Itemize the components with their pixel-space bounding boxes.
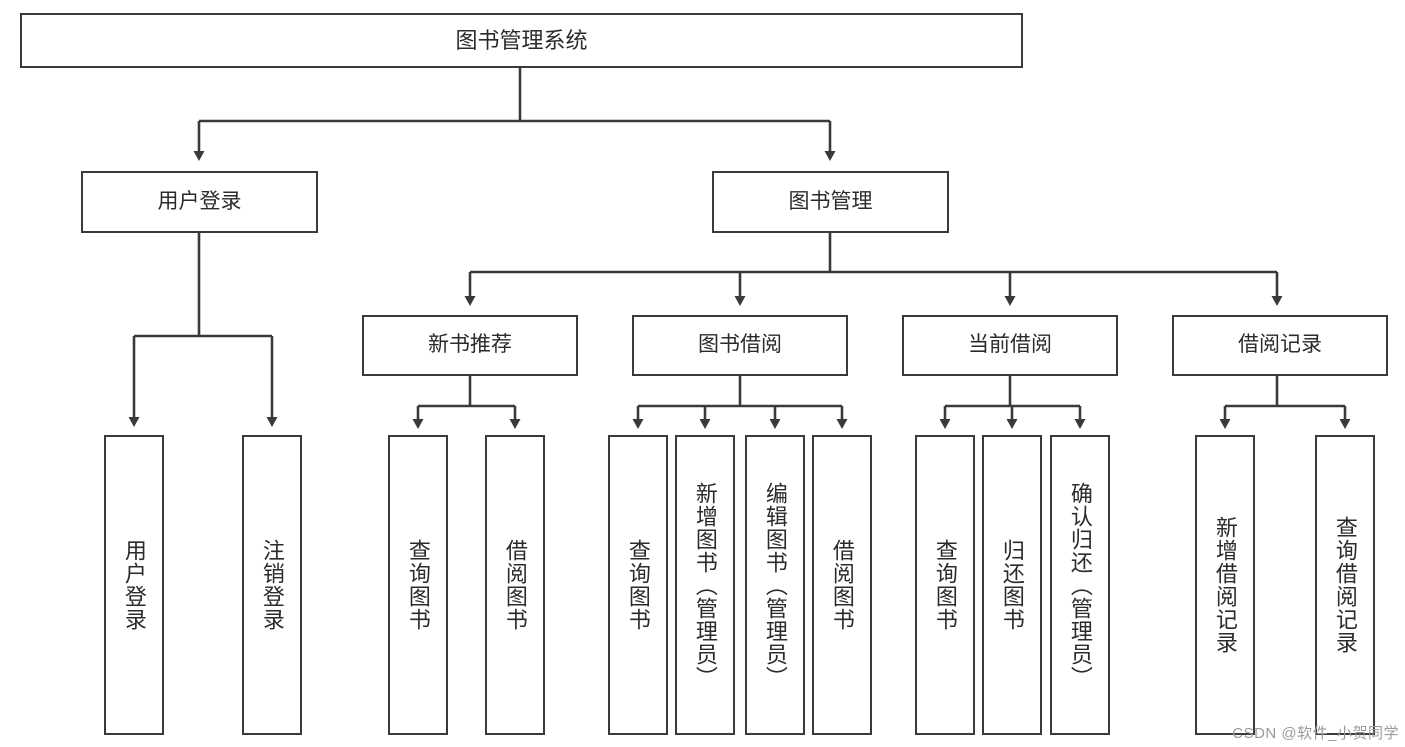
node-label: 查询图书: [405, 539, 431, 631]
node-book-management[interactable]: 图书管理: [712, 171, 949, 233]
leaf-query-book-borrow[interactable]: 查询图书: [608, 435, 668, 735]
leaf-borrow-book[interactable]: 借阅图书: [812, 435, 872, 735]
leaf-borrow-book-recommend[interactable]: 借阅图书: [485, 435, 545, 735]
node-user-login[interactable]: 用户登录: [81, 171, 318, 233]
leaf-confirm-return-admin[interactable]: 确认归还（管理员）: [1050, 435, 1110, 735]
leaf-query-book-current[interactable]: 查询图书: [915, 435, 975, 735]
node-label: 用户登录: [157, 189, 242, 213]
node-label: 编辑图书（管理员）: [762, 481, 788, 689]
leaf-user-login[interactable]: 用户登录: [104, 435, 164, 735]
node-label: 查询借阅记录: [1332, 516, 1358, 654]
node-borrow-record[interactable]: 借阅记录: [1172, 315, 1388, 376]
node-book-borrow[interactable]: 图书借阅: [632, 315, 848, 376]
node-label: 图书管理系统: [455, 27, 588, 53]
node-label: 新增借阅记录: [1212, 516, 1238, 654]
node-label: 图书管理: [788, 189, 873, 213]
node-label: 新书推荐: [428, 333, 512, 357]
node-label: 借阅图书: [829, 539, 855, 631]
node-label: 图书借阅: [698, 333, 782, 357]
node-label: 注销登录: [259, 539, 285, 631]
node-label: 借阅记录: [1238, 333, 1322, 357]
node-label: 确认归还（管理员）: [1067, 481, 1093, 689]
leaf-add-book-admin[interactable]: 新增图书（管理员）: [675, 435, 735, 735]
leaf-add-borrow-record[interactable]: 新增借阅记录: [1195, 435, 1255, 735]
node-label: 新增图书（管理员）: [692, 481, 718, 689]
watermark-text: CSDN @软件_小贺同学: [1232, 725, 1399, 742]
node-current-borrow[interactable]: 当前借阅: [902, 315, 1118, 376]
leaf-logout[interactable]: 注销登录: [242, 435, 302, 735]
node-new-book-recommend[interactable]: 新书推荐: [362, 315, 578, 376]
leaf-query-borrow-record[interactable]: 查询借阅记录: [1315, 435, 1375, 735]
node-label: 用户登录: [121, 539, 147, 631]
leaf-return-book[interactable]: 归还图书: [982, 435, 1042, 735]
node-label: 查询图书: [625, 539, 651, 631]
node-label: 查询图书: [932, 539, 958, 631]
node-label: 借阅图书: [502, 539, 528, 631]
node-root-system[interactable]: 图书管理系统: [20, 13, 1023, 68]
node-label: 当前借阅: [968, 333, 1052, 357]
leaf-edit-book-admin[interactable]: 编辑图书（管理员）: [745, 435, 805, 735]
node-label: 归还图书: [999, 539, 1025, 631]
leaf-query-book-recommend[interactable]: 查询图书: [388, 435, 448, 735]
